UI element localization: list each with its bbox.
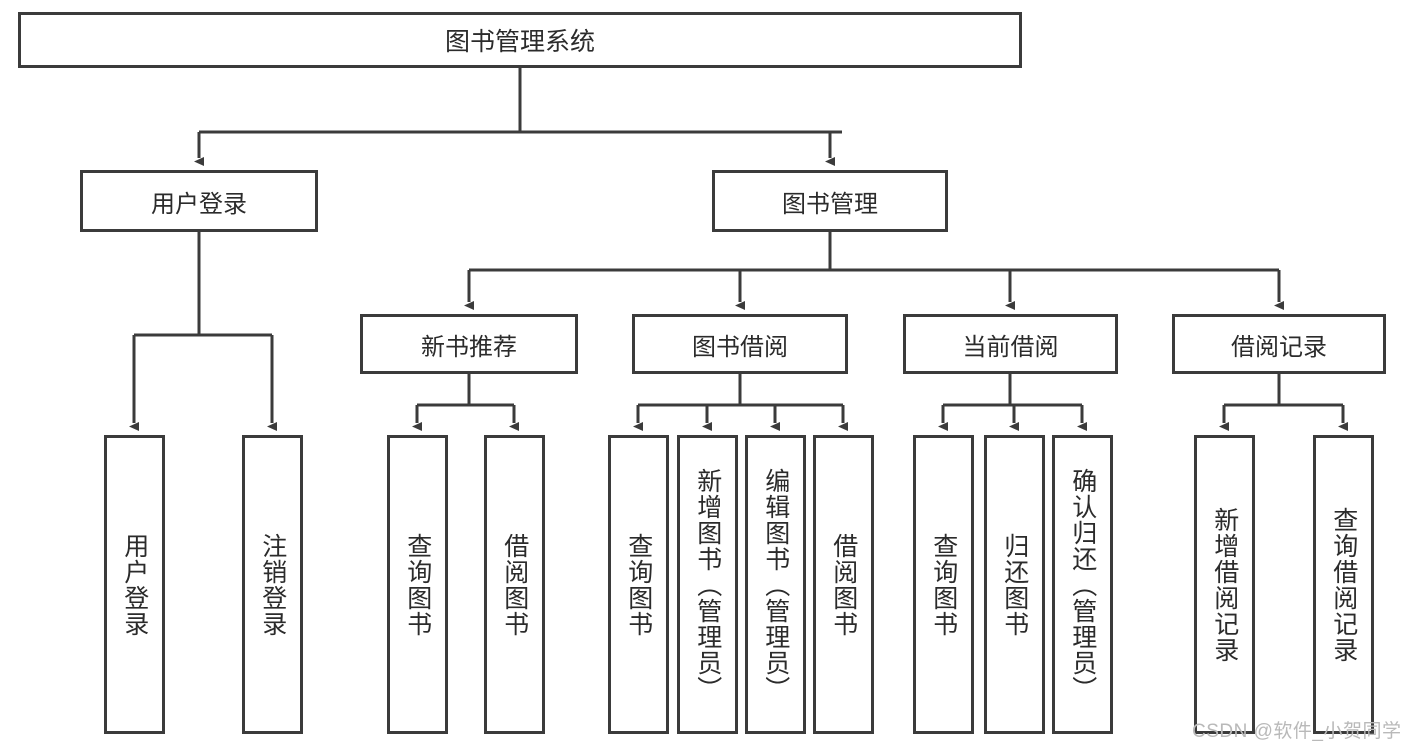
node-book-management-label: 图书管理 — [782, 190, 878, 218]
leaf-node[interactable]: 归还图书 — [984, 435, 1045, 734]
node-root-label: 图书管理系统 — [444, 28, 595, 56]
leaf-node[interactable]: 查询图书 — [913, 435, 974, 734]
node-user-login-label: 用户登录 — [151, 190, 247, 218]
leaf-node[interactable]: 用户登录 — [104, 435, 165, 734]
node-borrow-record-label: 借阅记录 — [1231, 333, 1327, 361]
node-new-book-recommend-label: 新书推荐 — [421, 333, 517, 361]
leaf-node[interactable]: 新增借阅记录 — [1194, 435, 1255, 734]
node-book-borrow-label: 图书借阅 — [692, 333, 788, 361]
leaf-node[interactable]: 借阅图书 — [484, 435, 545, 734]
node-book-management[interactable]: 图书管理 — [712, 170, 948, 232]
leaf-node-label: 新增借阅记录 — [1210, 506, 1239, 663]
leaf-node[interactable]: 查询借阅记录 — [1313, 435, 1374, 734]
leaf-node-label: 借阅图书 — [829, 532, 858, 637]
leaf-node[interactable]: 编辑图书（管理员） — [745, 435, 806, 734]
node-new-book-recommend[interactable]: 新书推荐 — [360, 314, 578, 374]
node-book-borrow[interactable]: 图书借阅 — [632, 314, 848, 374]
node-current-borrow[interactable]: 当前借阅 — [903, 314, 1118, 374]
node-root-system[interactable]: 图书管理系统 — [18, 12, 1022, 68]
leaf-node-label: 编辑图书（管理员） — [761, 467, 790, 702]
node-borrow-record[interactable]: 借阅记录 — [1172, 314, 1386, 374]
leaf-node[interactable]: 借阅图书 — [813, 435, 874, 734]
leaf-node-label: 注销登录 — [258, 532, 287, 637]
leaf-node[interactable]: 确认归还（管理员） — [1052, 435, 1113, 734]
leaf-node[interactable]: 查询图书 — [387, 435, 448, 734]
leaf-node-label: 借阅图书 — [500, 532, 529, 637]
leaf-node[interactable]: 注销登录 — [242, 435, 303, 734]
leaf-node-label: 归还图书 — [1000, 532, 1029, 637]
leaf-node-label: 用户登录 — [120, 532, 149, 637]
leaf-node-label: 查询图书 — [624, 532, 653, 637]
leaf-node-label: 查询借阅记录 — [1329, 506, 1358, 663]
leaf-node[interactable]: 新增图书（管理员） — [677, 435, 738, 734]
leaf-node-label: 确认归还（管理员） — [1068, 467, 1097, 702]
leaf-node-label: 查询图书 — [929, 532, 958, 637]
leaf-node[interactable]: 查询图书 — [608, 435, 669, 734]
node-user-login[interactable]: 用户登录 — [80, 170, 318, 232]
watermark-text: CSDN @软件_小贺同学 — [1192, 721, 1402, 742]
leaf-node-label: 新增图书（管理员） — [693, 467, 722, 702]
leaf-node-label: 查询图书 — [403, 532, 432, 637]
node-current-borrow-label: 当前借阅 — [962, 333, 1059, 361]
